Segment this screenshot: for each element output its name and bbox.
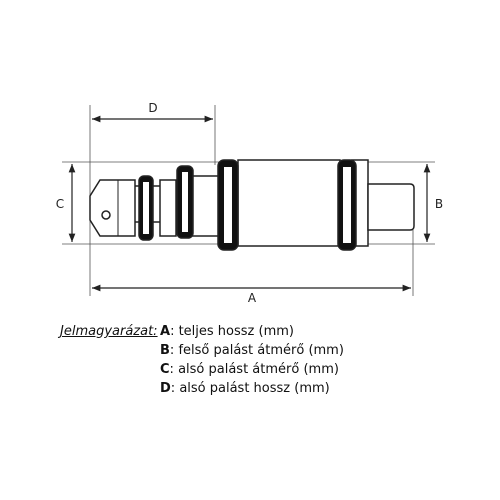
legend-text: alsó palást hossz (mm) [179, 381, 330, 396]
legend-item-d: D: alsó palást hossz (mm) [160, 381, 330, 396]
legend-text: felső palást átmérő (mm) [178, 343, 344, 358]
legend-item-c: C: alsó palást átmérő (mm) [160, 362, 339, 377]
upper-sleeve [237, 159, 341, 247]
dimension-label-c: C [56, 197, 64, 211]
legend-text: teljes hossz (mm) [178, 324, 294, 339]
rear-pin [367, 183, 415, 231]
legend-item-b: B: felső palást átmérő (mm) [160, 343, 344, 358]
legend-item-a: A: teljes hossz (mm) [160, 324, 294, 339]
o-rings [138, 159, 357, 251]
dimension-label-a: A [248, 291, 257, 305]
legend-items: A: teljes hossz (mm) B: felső palást átm… [160, 322, 344, 398]
legend-key: C [160, 362, 170, 377]
legend-key: B [160, 343, 170, 358]
legend-key: D [160, 381, 171, 396]
legend-key: A [160, 324, 171, 339]
legend-text: alsó palást átmérő (mm) [178, 362, 339, 377]
dimension-label-d: D [148, 101, 157, 115]
dimension-lines [68, 115, 431, 292]
dimension-label-b: B [435, 197, 443, 211]
legend-title: Jelmagyarázat: [60, 324, 158, 339]
valve-nose [89, 179, 136, 237]
valve-hole [101, 210, 111, 220]
